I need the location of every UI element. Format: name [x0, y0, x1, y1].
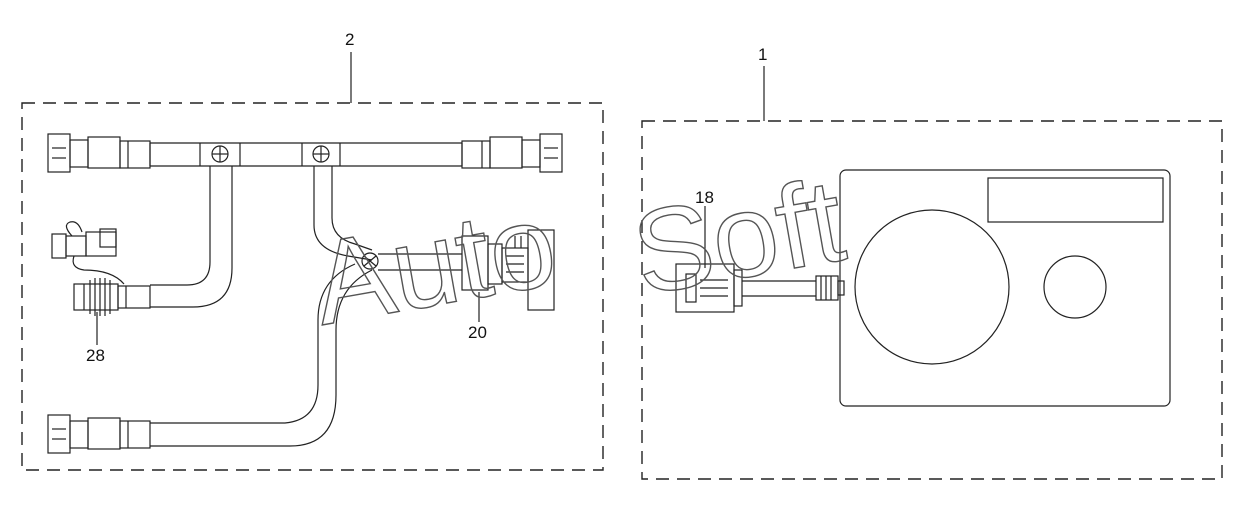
- callout-18: 18: [695, 188, 714, 207]
- connector-top-right: [461, 133, 563, 173]
- panel-plug: [815, 275, 845, 301]
- branch-wire-bottom: [150, 263, 373, 447]
- harness-group-box: [21, 102, 604, 471]
- branch-wire-center: [313, 166, 373, 261]
- connector-18: [675, 263, 743, 313]
- panel-group-box: [641, 120, 1223, 480]
- svg-text:Auto: Auto: [304, 178, 566, 350]
- connector-bottom-left: [47, 414, 151, 454]
- connector-side-small: [51, 221, 125, 285]
- connector-28: [73, 278, 151, 316]
- watermark: Auto Soft: [303, 153, 854, 351]
- trunk-wire: [150, 142, 462, 167]
- panel-pigtail-wire: [742, 280, 816, 297]
- panel-dial-small: [1043, 255, 1107, 319]
- clip-lower: [361, 252, 379, 270]
- svg-text:Soft: Soft: [624, 154, 854, 320]
- callout-20: 20: [468, 323, 487, 342]
- callout-2: 2: [345, 30, 354, 49]
- harness-assembly: [47, 133, 563, 454]
- callout-1: 1: [758, 45, 767, 64]
- callout-28: 28: [86, 346, 105, 365]
- connector-20: [461, 229, 555, 311]
- panel-body: [839, 169, 1171, 407]
- branch-wire-left: [150, 166, 233, 308]
- connector-top-left: [47, 133, 151, 173]
- panel-dial-large: [854, 209, 1010, 365]
- instrument-panel: [675, 169, 1171, 407]
- panel-display-window: [987, 177, 1164, 223]
